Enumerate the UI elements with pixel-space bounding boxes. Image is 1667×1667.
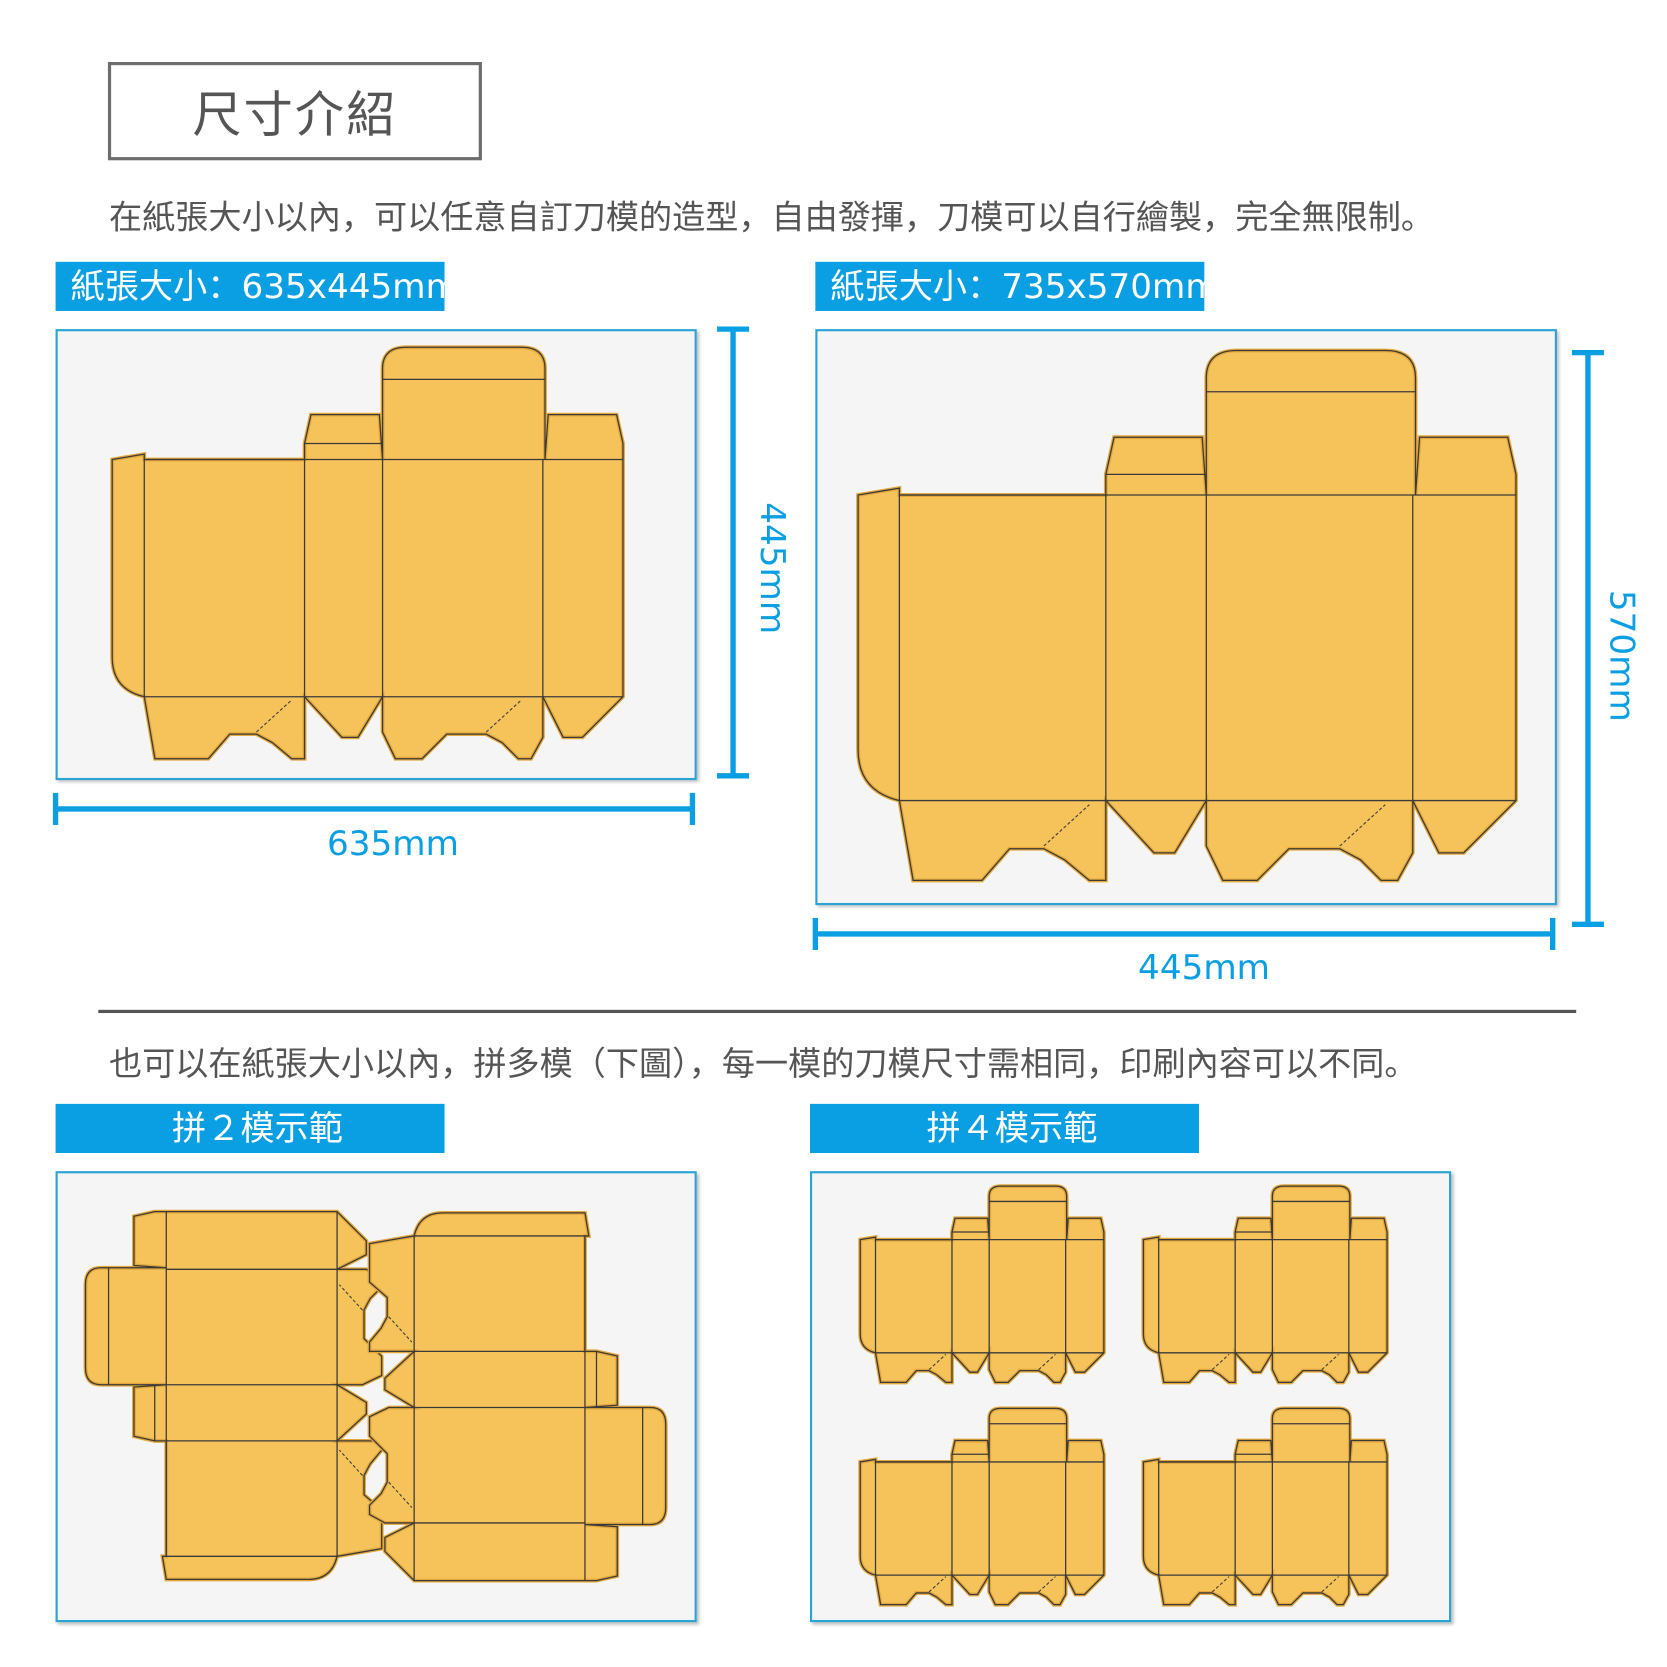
dieline-4up-1 — [858, 1184, 1106, 1385]
height-dimension-bar-2 — [1571, 349, 1604, 928]
dieline-2up-left — [83, 1209, 384, 1582]
dieline-2up-right — [367, 1210, 668, 1583]
multi-intro-text: 也可以在紙張大小以內，拼多模（下圖），每一模的刀模尺寸需相同，印刷內容可以不同。 — [108, 1045, 1418, 1084]
dieline-4up-2 — [1141, 1184, 1389, 1385]
height-dimension-bar-1 — [717, 326, 750, 779]
divider — [98, 1009, 1577, 1014]
sheet-size-label-1: 紙張大小：635x445mm — [55, 261, 459, 311]
intro-text: 在紙張大小以內，可以任意自訂刀模的造型，自由發揮，刀模可以自行繪製，完全無限制。 — [108, 198, 1435, 238]
width-dimension-bar-2 — [812, 917, 1556, 950]
example-label-4up: 拼４模示範 — [809, 1103, 1199, 1154]
width-dimension-1: 635mm — [326, 822, 459, 864]
dieline-4up-4 — [1141, 1406, 1389, 1607]
width-dimension-bar-1 — [52, 792, 696, 825]
example-label-2up: 拼２模示範 — [55, 1103, 445, 1154]
section-title: 尺寸介紹 — [107, 61, 482, 161]
dieline-4up-3 — [858, 1406, 1106, 1607]
width-dimension-2: 445mm — [1138, 946, 1270, 988]
dieline-box-2 — [856, 348, 1518, 883]
sheet-size-label-2: 紙張大小：735x570mm — [815, 261, 1219, 311]
dieline-box-1 — [110, 345, 625, 761]
